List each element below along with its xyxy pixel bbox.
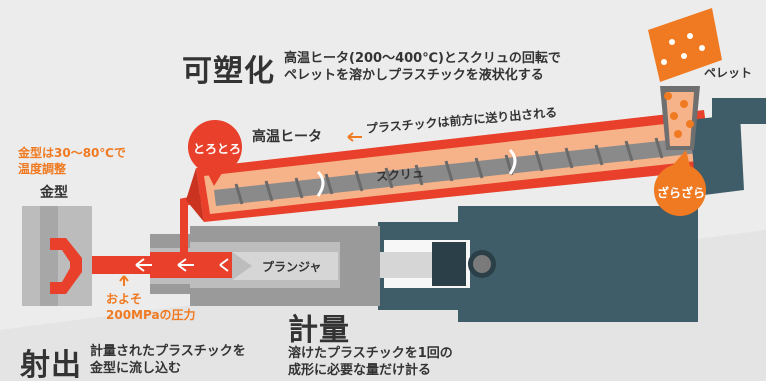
injection-desc-line1: 計量されたプラスチックを	[90, 344, 246, 359]
molten-plastic-channel	[86, 252, 232, 278]
melted-bubble-pointer	[206, 170, 224, 186]
rotation-arrows	[316, 148, 517, 197]
metering-desc-line1: 溶けたプラスチックを1回の	[288, 346, 453, 361]
flow-arrows	[135, 258, 229, 272]
metering-title: 計量	[288, 313, 350, 348]
plasticizing-title: 可塑化	[182, 54, 275, 89]
granular-bubble-label: ざらざら	[657, 186, 706, 200]
metering-desc-line2: 成形に必要な量だけ計る	[288, 363, 432, 378]
plasticizing-desc-line1: 高温ヒータ(200〜400℃)とスクリュの回転で	[284, 51, 561, 66]
screw-flights	[234, 137, 664, 205]
piston-head	[432, 242, 466, 286]
mold-temp-line1: 金型は30〜80℃で	[18, 146, 126, 160]
hopper-pellets	[666, 92, 694, 146]
falling-pellets	[664, 92, 694, 138]
plasticizing-desc-line2: ペレットを溶かしプラスチックを液状化する	[284, 68, 544, 83]
screw-shaft	[214, 136, 708, 206]
melted-bubble	[188, 120, 242, 174]
mold-cavity	[50, 238, 82, 294]
screw-nozzle	[186, 168, 204, 222]
pellet-label: ペレット	[704, 66, 753, 80]
shaft-cap	[473, 255, 491, 273]
plunger-tip	[232, 252, 252, 280]
mold-temp-line2: 温度調整	[18, 162, 67, 176]
injection-desc-line2: 金型に流し込む	[90, 361, 182, 376]
pressure-note-arrow	[119, 275, 129, 286]
mold-parting	[40, 206, 58, 306]
hydraulic-unit	[458, 206, 698, 322]
mold-label: 金型	[40, 185, 68, 201]
heater-label: 高温ヒータ	[252, 129, 322, 145]
injection-title: 射出	[20, 348, 82, 381]
granular-bubble	[654, 164, 706, 216]
flow-note-arrow	[347, 132, 362, 142]
melted-bubble-label: とろとろ	[193, 142, 242, 156]
pressure-note-line1: およそ	[106, 292, 143, 306]
drive-motor	[712, 98, 766, 124]
pellets	[661, 33, 705, 65]
plunger-label: プランジャ	[262, 260, 322, 274]
pressure-note-line2: 200MPaの圧力	[106, 308, 196, 322]
screw-drive-housing	[690, 114, 744, 196]
granular-bubble-pointer	[672, 150, 690, 166]
